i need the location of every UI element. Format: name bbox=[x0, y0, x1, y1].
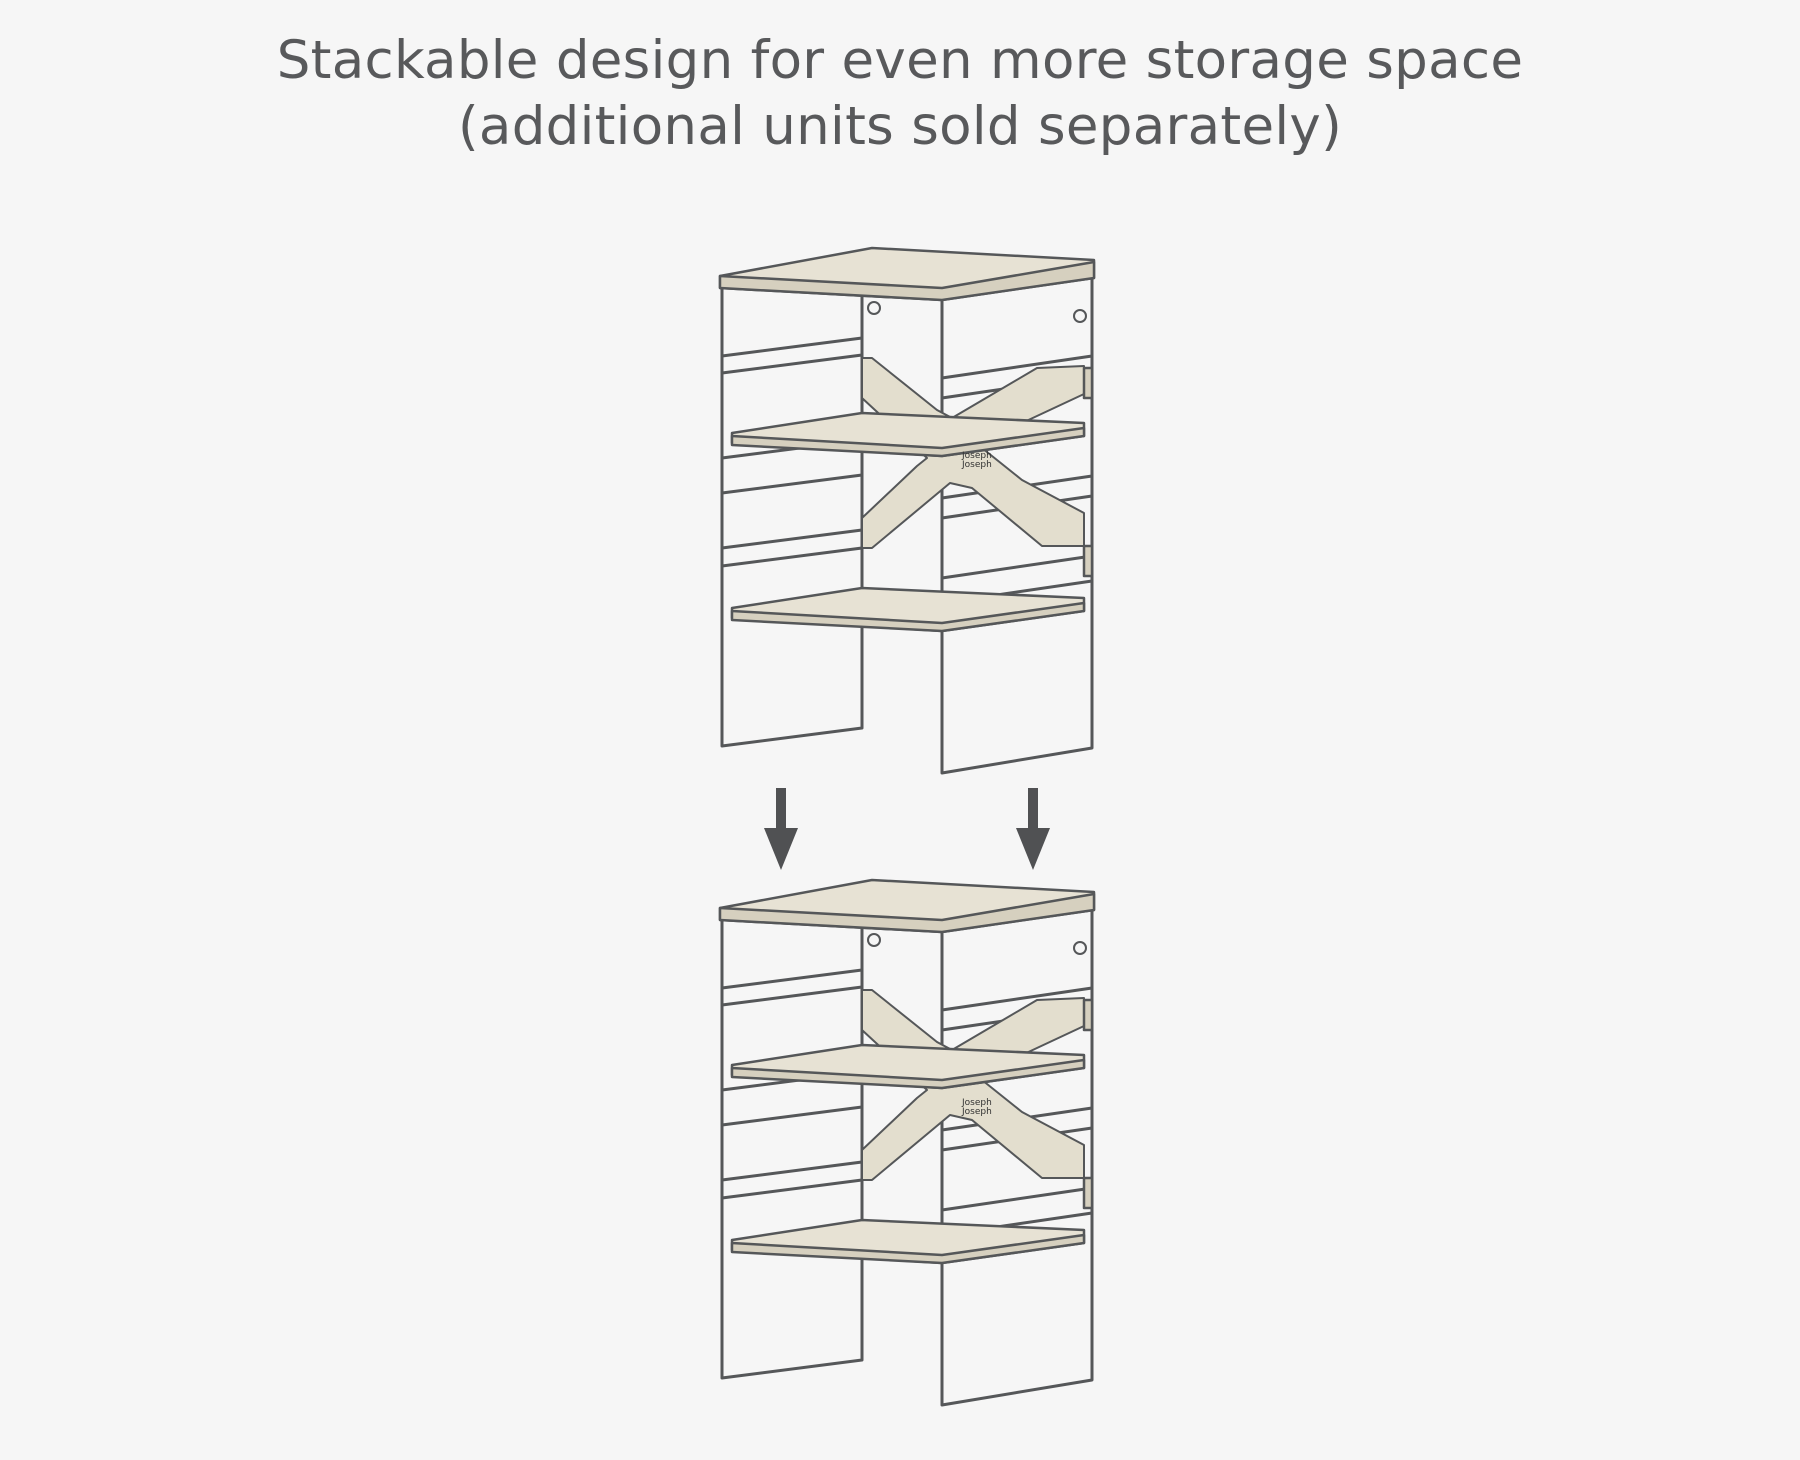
brand-label-top-line2: Joseph bbox=[961, 460, 992, 470]
brand-label-top-line1: Joseph bbox=[961, 451, 992, 461]
caption-line-2: (additional units sold separately) bbox=[457, 96, 1343, 157]
caption: Stackable design for even more storage s… bbox=[0, 28, 1800, 160]
down-arrow-right-icon bbox=[1016, 788, 1050, 870]
brand-label-bottom-line2: Joseph bbox=[961, 1107, 992, 1117]
down-arrow-left-icon bbox=[764, 788, 798, 870]
rack-unit-bottom: Joseph Joseph bbox=[718, 878, 1096, 1407]
brand-label-bottom-line1: Joseph bbox=[961, 1098, 992, 1108]
caption-line-1: Stackable design for even more storage s… bbox=[276, 30, 1524, 91]
rack-unit-top: Joseph Joseph bbox=[718, 246, 1096, 775]
brand-label-bottom: Joseph Joseph bbox=[961, 1098, 995, 1117]
brand-label-top: Joseph Joseph bbox=[961, 451, 995, 470]
